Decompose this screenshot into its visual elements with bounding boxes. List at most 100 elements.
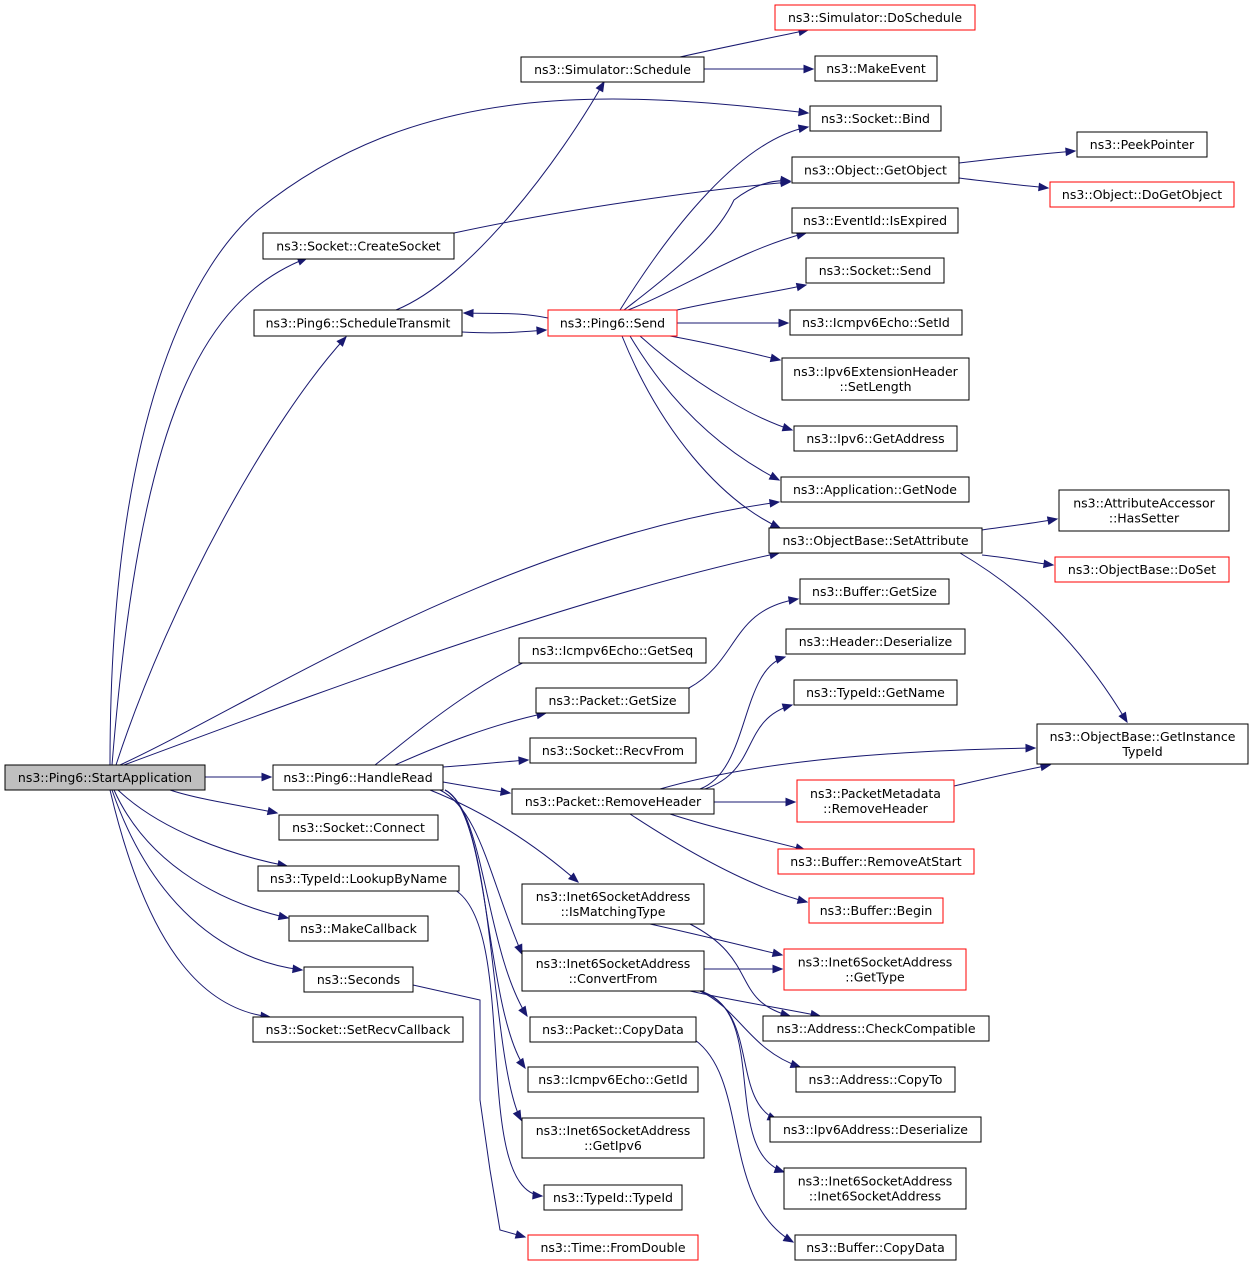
node-removeAtStart[interactable]: ns3::Buffer::RemoveAtStart	[777, 848, 975, 875]
node-box[interactable]	[278, 814, 439, 841]
node-checkCompatible[interactable]: ns3::Address::CheckCompatible	[762, 1015, 990, 1042]
node-fromDouble[interactable]: ns3::Time::FromDouble	[527, 1234, 699, 1261]
node-ipv6GetAddress[interactable]: ns3::Ipv6::GetAddress	[793, 425, 958, 452]
node-setLength[interactable]: ns3::Ipv6ExtensionHeader::SetLength	[781, 357, 970, 401]
node-i6Ctor[interactable]: ns3::Inet6SocketAddress::Inet6SocketAddr…	[783, 1167, 967, 1210]
node-box[interactable]	[527, 1066, 699, 1093]
node-box[interactable]	[793, 679, 958, 706]
node-box[interactable]	[529, 737, 697, 764]
node-box[interactable]	[1076, 131, 1208, 158]
node-seconds[interactable]: ns3::Seconds	[303, 966, 414, 993]
node-box[interactable]	[303, 966, 414, 993]
node-box[interactable]	[535, 687, 690, 714]
node-simSchedule[interactable]: ns3::Simulator::Schedule	[520, 56, 705, 83]
node-box[interactable]	[777, 848, 975, 875]
node-lookupByName[interactable]: ns3::TypeId::LookupByName	[257, 865, 460, 892]
node-box[interactable]	[543, 1184, 683, 1211]
node-box[interactable]	[791, 156, 960, 184]
node-box[interactable]	[1049, 181, 1235, 208]
node-convertFrom[interactable]: ns3::Inet6SocketAddress::ConvertFrom	[521, 950, 705, 992]
node-box[interactable]	[1058, 489, 1230, 532]
node-box[interactable]	[780, 476, 970, 503]
node-ipv6AddrDeserialize[interactable]: ns3::Ipv6Address::Deserialize	[769, 1116, 982, 1143]
node-packetGetSize[interactable]: ns3::Packet::GetSize	[535, 687, 690, 714]
node-box[interactable]	[252, 1016, 464, 1043]
node-doGetObject[interactable]: ns3::Object::DoGetObject	[1049, 181, 1235, 208]
node-createSocket[interactable]: ns3::Socket::CreateSocket	[262, 232, 455, 260]
node-box[interactable]	[795, 1066, 956, 1093]
node-headerDeserialize[interactable]: ns3::Header::Deserialize	[785, 628, 966, 655]
node-box[interactable]	[783, 948, 967, 991]
node-box[interactable]	[520, 56, 705, 83]
node-setAttribute[interactable]: ns3::ObjectBase::SetAttribute	[768, 527, 983, 554]
node-box[interactable]	[783, 1167, 967, 1210]
node-box[interactable]	[547, 309, 678, 337]
node-icmpGetSeq[interactable]: ns3::Icmpv6Echo::GetSeq	[518, 637, 707, 664]
node-copyData[interactable]: ns3::Packet::CopyData	[529, 1016, 697, 1043]
node-hasSetter[interactable]: ns3::AttributeAccessor::HasSetter	[1058, 489, 1230, 532]
node-box[interactable]	[799, 578, 950, 605]
node-scheduleTransmit[interactable]: ns3::Ping6::ScheduleTransmit	[253, 309, 463, 337]
node-appGetNode[interactable]: ns3::Application::GetNode	[780, 476, 970, 503]
node-box[interactable]	[1036, 723, 1249, 765]
node-box[interactable]	[796, 779, 955, 823]
node-box[interactable]	[781, 357, 970, 401]
node-box[interactable]	[794, 1234, 957, 1261]
node-typeIdTypeId[interactable]: ns3::TypeId::TypeId	[543, 1184, 683, 1211]
node-box[interactable]	[518, 637, 707, 664]
node-recvFrom[interactable]: ns3::Socket::RecvFrom	[529, 737, 697, 764]
node-bufferCopyData[interactable]: ns3::Buffer::CopyData	[794, 1234, 957, 1261]
node-setRecvCallback[interactable]: ns3::Socket::SetRecvCallback	[252, 1016, 464, 1043]
node-box[interactable]	[257, 865, 460, 892]
node-box[interactable]	[521, 950, 705, 992]
node-ping6Send[interactable]: ns3::Ping6::Send	[547, 309, 678, 337]
node-box[interactable]	[262, 232, 455, 260]
node-icmpGetId[interactable]: ns3::Icmpv6Echo::GetId	[527, 1066, 699, 1093]
node-box[interactable]	[805, 257, 945, 284]
node-obDoSet[interactable]: ns3::ObjectBase::DoSet	[1054, 556, 1230, 583]
node-bufferGetSize[interactable]: ns3::Buffer::GetSize	[799, 578, 950, 605]
node-makeCallback[interactable]: ns3::MakeCallback	[288, 915, 429, 942]
node-box[interactable]	[785, 628, 966, 655]
node-icmpSetId[interactable]: ns3::Icmpv6Echo::SetId	[789, 309, 963, 336]
node-isMatchingType[interactable]: ns3::Inet6SocketAddress::IsMatchingType	[521, 883, 705, 925]
node-isExpired[interactable]: ns3::EventId::IsExpired	[791, 207, 959, 234]
node-connect[interactable]: ns3::Socket::Connect	[278, 814, 439, 841]
node-doSchedule[interactable]: ns3::Simulator::DoSchedule	[774, 4, 976, 31]
node-box[interactable]	[521, 883, 705, 925]
node-peekPointer[interactable]: ns3::PeekPointer	[1076, 131, 1208, 158]
node-getObject[interactable]: ns3::Object::GetObject	[791, 156, 960, 184]
node-box[interactable]	[4, 764, 206, 791]
node-box[interactable]	[809, 105, 942, 132]
node-removeHeader[interactable]: ns3::Packet::RemoveHeader	[511, 788, 715, 815]
node-box[interactable]	[529, 1016, 697, 1043]
node-box[interactable]	[774, 4, 976, 31]
node-getIpv6[interactable]: ns3::Inet6SocketAddress::GetIpv6	[521, 1117, 705, 1159]
node-pmRemoveHeader[interactable]: ns3::PacketMetadata::RemoveHeader	[796, 779, 955, 823]
node-i6GetType[interactable]: ns3::Inet6SocketAddress::GetType	[783, 948, 967, 991]
node-box[interactable]	[814, 55, 938, 82]
node-box[interactable]	[768, 527, 983, 554]
node-bufferBegin[interactable]: ns3::Buffer::Begin	[808, 897, 944, 924]
node-makeEvent[interactable]: ns3::MakeEvent	[814, 55, 938, 82]
node-box[interactable]	[789, 309, 963, 336]
node-box[interactable]	[793, 425, 958, 452]
node-box[interactable]	[253, 309, 463, 337]
node-box[interactable]	[288, 915, 429, 942]
node-socketSend[interactable]: ns3::Socket::Send	[805, 257, 945, 284]
node-socketBind[interactable]: ns3::Socket::Bind	[809, 105, 942, 132]
node-box[interactable]	[791, 207, 959, 234]
node-handleRead[interactable]: ns3::Ping6::HandleRead	[272, 764, 444, 791]
node-typeIdGetName[interactable]: ns3::TypeId::GetName	[793, 679, 958, 706]
node-box[interactable]	[521, 1117, 705, 1159]
node-box[interactable]	[511, 788, 715, 815]
node-box[interactable]	[769, 1116, 982, 1143]
node-box[interactable]	[527, 1234, 699, 1261]
node-addrCopyTo[interactable]: ns3::Address::CopyTo	[795, 1066, 956, 1093]
node-box[interactable]	[808, 897, 944, 924]
node-box[interactable]	[1054, 556, 1230, 583]
node-start[interactable]: ns3::Ping6::StartApplication	[4, 764, 206, 791]
node-box[interactable]	[272, 764, 444, 791]
node-box[interactable]	[762, 1015, 990, 1042]
